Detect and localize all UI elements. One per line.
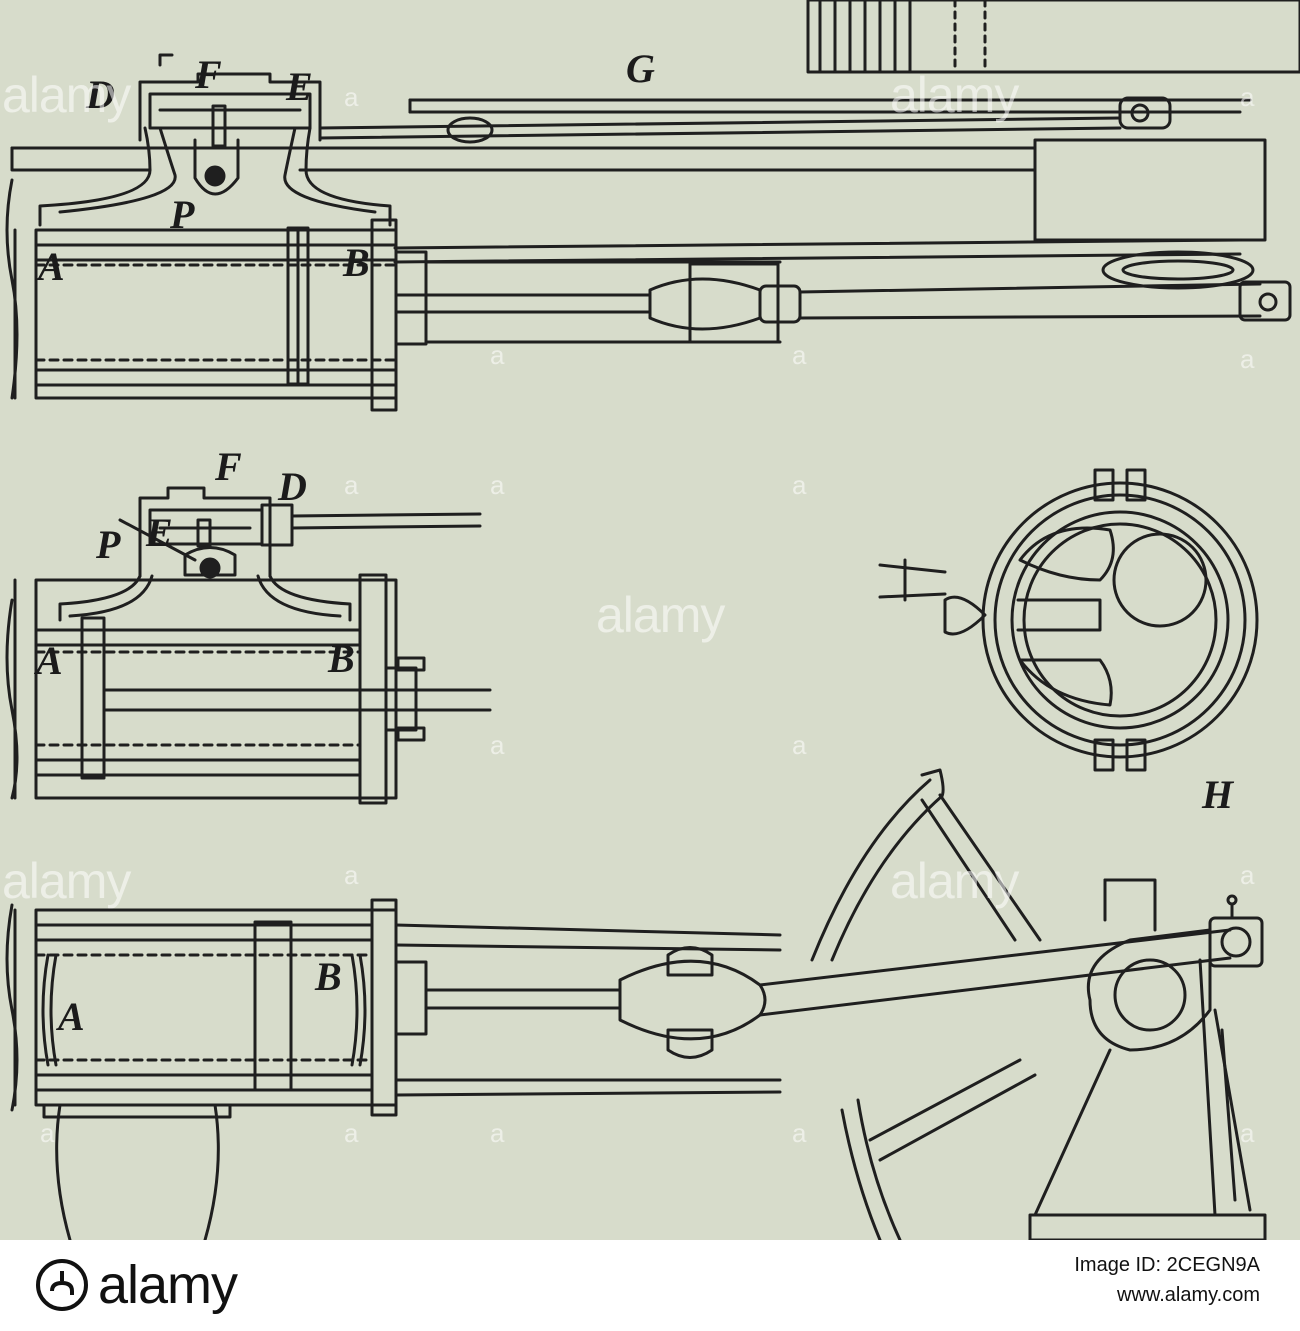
label-top-a: A	[35, 244, 65, 289]
bottom-exhaust-pipe	[42, 1103, 232, 1240]
label-middle-e: E	[145, 510, 173, 555]
label-middle-b: B	[327, 636, 355, 681]
top-piston-assembly	[394, 250, 1292, 346]
label-top-b: B	[342, 240, 370, 285]
image-info: Image ID: 2CEGN9A www.alamy.com	[1074, 1250, 1260, 1310]
steam-engine-diagram: D F E P A B G F D E P A B H A B	[5, 0, 1300, 1240]
label-bottom-a: A	[55, 994, 85, 1039]
label-middle-d: D	[277, 464, 307, 509]
image-id-line: Image ID: 2CEGN9A	[1074, 1250, 1260, 1280]
section-h-view	[878, 468, 1259, 772]
top-engine-view	[5, 0, 1300, 412]
label-top-f: F	[194, 52, 222, 97]
bottom-flywheel	[810, 768, 1042, 1240]
label-top-e: E	[285, 64, 313, 109]
top-flywheel-rim	[806, 0, 1300, 74]
middle-engine-view	[5, 486, 492, 805]
label-top-p: P	[169, 192, 195, 237]
top-valve-rod	[318, 116, 1122, 144]
label-top-g: G	[626, 46, 655, 91]
bottom-engine-view	[5, 768, 1267, 1240]
footer-bar: alamy Image ID: 2CEGN9A www.alamy.com	[0, 1240, 1300, 1331]
top-eccentric-rod	[408, 96, 1252, 130]
label-section-h: H	[1201, 772, 1235, 817]
middle-cylinder	[5, 573, 492, 805]
middle-steam-chest	[58, 486, 482, 622]
label-top-d: D	[85, 72, 115, 117]
alamy-logo-icon	[36, 1259, 88, 1311]
top-cylinder	[5, 178, 398, 412]
label-middle-a: A	[33, 638, 63, 683]
alamy-logo-text: alamy	[98, 1255, 238, 1315]
image-id-label: Image ID:	[1074, 1254, 1162, 1276]
bottom-connecting-rod	[758, 894, 1264, 1017]
label-middle-f: F	[214, 444, 242, 489]
bottom-crank-and-frame	[1028, 878, 1267, 1240]
image-id-value: 2CEGN9A	[1166, 1254, 1260, 1276]
diagram-labels: D F E P A B G F D E P A B H A B	[33, 46, 1235, 1039]
footer-logo[interactable]: alamy	[36, 1254, 238, 1316]
label-middle-p: P	[95, 522, 121, 567]
top-steam-chest	[38, 53, 392, 227]
site-url-link[interactable]: www.alamy.com	[1117, 1284, 1260, 1306]
top-bed-frame	[10, 138, 1267, 290]
bottom-crosshead-guides	[394, 923, 782, 1097]
engraving-plate: D F E P A B G F D E P A B H A B alamy al…	[0, 0, 1300, 1240]
label-bottom-b: B	[314, 954, 342, 999]
